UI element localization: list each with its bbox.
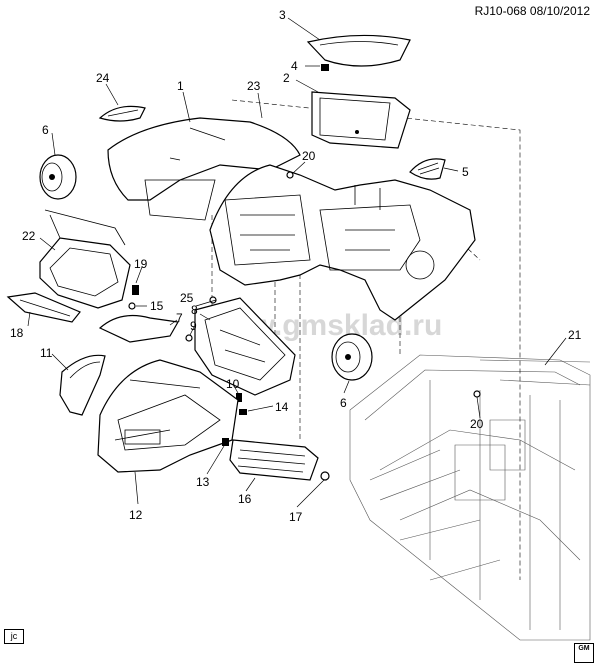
- screw-17: [320, 471, 330, 481]
- center-stack-bracket: [194, 297, 296, 396]
- knee-bolster-trim: [6, 292, 81, 323]
- callout-22: 22: [22, 229, 36, 243]
- callout-23: 23: [247, 79, 261, 93]
- callout-20-upper: 20: [302, 149, 316, 163]
- callout-5: 5: [462, 165, 469, 179]
- callout-9: 9: [190, 319, 197, 333]
- reference-frame-ghost: [349, 354, 591, 641]
- fastener-4: [321, 64, 329, 71]
- callout-10: 10: [226, 377, 240, 391]
- screw-9: [185, 334, 193, 342]
- corner-tag: jc: [4, 629, 24, 644]
- diagram-reference: RJ10-068 08/10/2012: [474, 4, 590, 18]
- callout-4: 4: [291, 59, 298, 73]
- callout-25: 25: [180, 291, 194, 305]
- trim-plate-left: [59, 354, 106, 416]
- callout-3: 3: [279, 8, 286, 22]
- center-air-vent: [229, 439, 319, 481]
- callout-20-lower: 20: [470, 417, 484, 431]
- callout-7: 7: [176, 311, 183, 325]
- gm-logo: GM: [574, 643, 594, 663]
- clip-20-lower: [473, 390, 481, 398]
- callout-17: 17: [289, 510, 303, 524]
- callout-19: 19: [134, 257, 148, 271]
- callout-12: 12: [129, 508, 143, 522]
- callout-1: 1: [177, 79, 184, 93]
- callout-6-lower: 6: [340, 396, 347, 410]
- center-stack-bezel: [97, 359, 239, 473]
- glove-box-door: [39, 209, 131, 309]
- side-vent-right: [409, 158, 446, 180]
- callout-14: 14: [275, 400, 289, 414]
- clip-15: [128, 302, 136, 310]
- callout-24: 24: [96, 71, 110, 85]
- callout-18: 18: [10, 326, 24, 340]
- trim-insert: [98, 315, 179, 343]
- bracket-19: [132, 285, 139, 295]
- clip-20-upper: [286, 171, 294, 179]
- callout-numbers: 1 2 3 4 5 6 6 7 8 9 10 11 12 13 14 15 16…: [10, 8, 582, 524]
- callout-leaders: [27, 17, 567, 508]
- callout-13: 13: [196, 475, 210, 489]
- speaker-grille: [98, 105, 146, 122]
- callout-16: 16: [238, 492, 252, 506]
- fastener-10: [236, 393, 242, 402]
- instrument-panel-upper: [107, 117, 476, 321]
- clip-13: [222, 438, 229, 446]
- cluster-hood: [306, 34, 411, 67]
- instrument-cluster: [311, 91, 411, 149]
- callout-6-upper: 6: [42, 123, 49, 137]
- callout-15: 15: [150, 299, 164, 313]
- round-vent-outlet-center: [331, 333, 373, 381]
- fastener-14: [239, 409, 247, 415]
- callout-2: 2: [283, 71, 290, 85]
- callout-11: 11: [40, 346, 53, 360]
- callout-21: 21: [568, 328, 582, 342]
- round-vent-outlet-left: [39, 154, 77, 200]
- callout-8: 8: [191, 303, 198, 317]
